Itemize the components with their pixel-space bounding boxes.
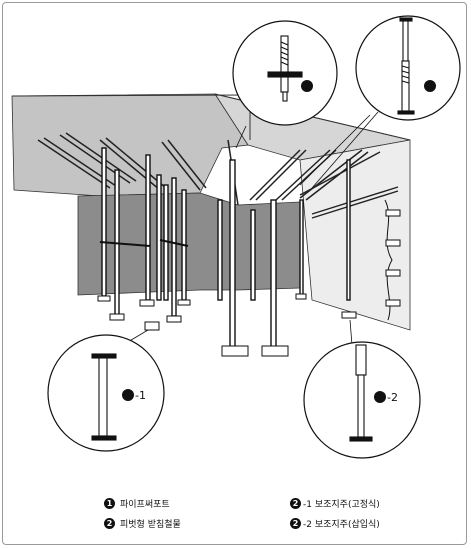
pipe-support-full-detail [397,17,415,115]
pipe-support [250,209,256,301]
base-plate [177,299,191,306]
legend-text-1: 파이프써포트 [120,500,170,510]
legend-badge-2: 2 [104,518,115,529]
legend-badge-2-2: 2 [290,518,301,529]
pipe-support-head-detail [267,35,303,102]
pipe-support [299,199,304,296]
base-plate [221,345,249,357]
fixed-support-detail [91,353,117,441]
pipe-support [270,199,277,349]
formwork-wall [77,192,301,296]
callout-2-1-suffix: -1 [135,389,146,402]
callout-1-badge [424,80,436,92]
base-plate [139,299,155,307]
right-wall-walers [311,186,399,219]
callout-3-number: 3 [303,80,311,93]
insert-support-detail [349,344,373,442]
legend-badge-1: 1 [104,498,115,509]
edge-line [11,94,251,97]
legend-item-2-2: 2 -2 보조지주(삽입식) [290,517,380,530]
legend-text-2-2: -2 보조지주(삽입식) [303,520,380,530]
legend-text-2: 피벗형 받침철물 [120,520,181,530]
legend-text-2-1: -1 보조지주(고정식) [303,500,380,510]
legend-item-2-1: 2 -1 보조지주(고정식) [290,497,380,510]
legend-item-1: 1 파이프써포트 [104,497,170,510]
legend-badge-2-1: 2 [290,498,301,509]
base-plate [97,295,111,302]
callout-1-number: 1 [426,80,434,93]
figure-frame [2,2,467,545]
right-wall [299,139,411,331]
ceiling-slab [11,93,249,197]
pipe-support [145,154,151,301]
callout-3-badge [301,80,313,92]
pipe-support [217,199,223,301]
pipe-support [171,177,177,317]
callout-2-1-badge [122,389,134,401]
base-plate [109,313,125,321]
callout-2-1-number: 2 [124,389,132,402]
base-plate [144,321,160,331]
pipe-support [229,159,236,349]
legend-item-2: 2 피벗형 받침철물 [104,517,181,530]
pipe-support [101,147,107,297]
base-plate [261,345,289,357]
pipe-support [156,174,162,301]
horizontal-braces [99,239,189,247]
callout-2-2-number: 2 [376,391,384,404]
base-plate [166,315,182,323]
base-plate [295,293,307,300]
callout-2-2-suffix: -2 [387,391,398,404]
base-plate [341,311,357,319]
pipe-support [346,159,351,301]
callout-2-2-badge [374,391,386,403]
base-plates [97,293,357,357]
wall-ties [384,199,401,321]
